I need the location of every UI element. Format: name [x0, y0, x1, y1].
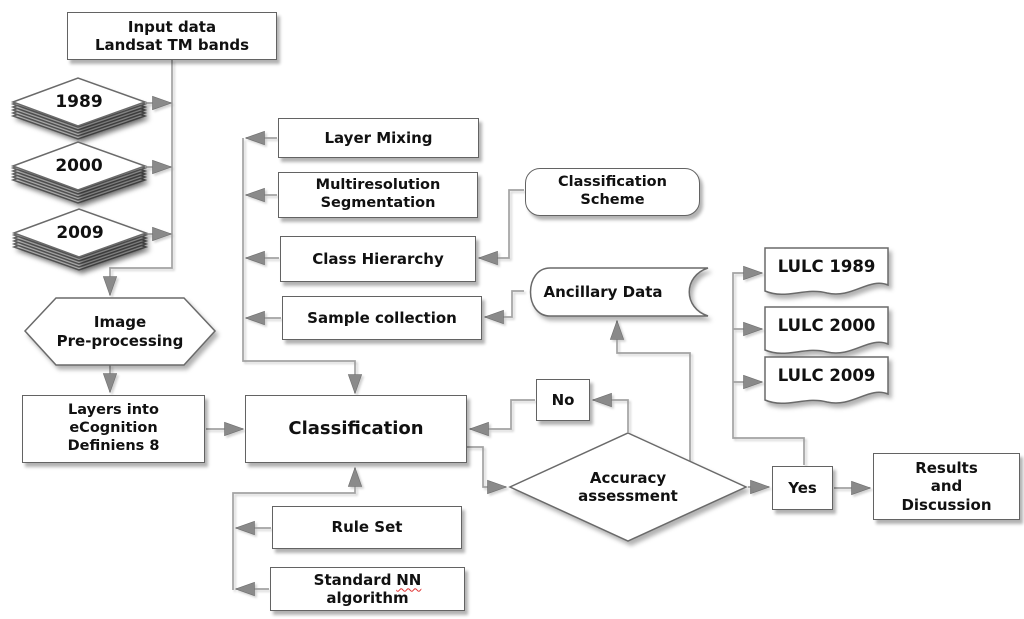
connectors: [110, 60, 870, 590]
ancillary-data-shape: [529, 267, 709, 317]
node-classification: Classification: [245, 395, 467, 463]
node-rule-set: Rule Set: [272, 506, 462, 549]
image-preprocessing-shape: [23, 297, 217, 366]
edge-ancillary-to-sample: [485, 290, 524, 317]
standard-nn-word2-misspelled: NN: [396, 570, 422, 589]
node-sample-collection: Sample collection: [282, 296, 482, 340]
layer-stack-1989-shape: [10, 77, 148, 140]
accuracy-assessment-shape: [508, 432, 748, 542]
edge-yes-to-lulc1989: [732, 273, 805, 465]
node-class-hierarchy: Class Hierarchy: [280, 236, 476, 282]
node-results-discussion: Results and Discussion: [873, 453, 1020, 520]
layer-stack-2000-shape: [10, 141, 148, 204]
node-no: No: [536, 379, 590, 421]
node-input-data: Input data Landsat TM bands: [67, 12, 277, 60]
edge-diamond-to-ancillary: [617, 321, 691, 461]
standard-nn-line2: algorithm: [326, 589, 409, 607]
node-classification-scheme: Classification Scheme: [525, 168, 700, 216]
node-multiresolution-segmentation: Multiresolution Segmentation: [278, 172, 478, 218]
lulc-2000-shape: [764, 306, 889, 354]
lulc-1989-shape: [764, 247, 889, 295]
node-layer-mixing: Layer Mixing: [278, 118, 479, 158]
edge-no-to-classification: [470, 399, 535, 429]
edge-bottombus-to-classification: [232, 468, 355, 590]
edge-classification-to-diamond: [467, 446, 506, 487]
standard-nn-word1: Standard: [313, 570, 392, 589]
node-yes: Yes: [772, 466, 833, 510]
lulc-2009-shape: [764, 356, 889, 404]
edge-leftbus-to-classification: [242, 138, 355, 393]
edge-diamond-to-no: [593, 400, 629, 432]
edge-input-to-preprocessing: [110, 60, 173, 295]
node-layers-into-ecognition: Layers into eCognition Definiens 8: [22, 395, 205, 463]
layer-stack-2009-shape: [11, 208, 149, 271]
edge-scheme-to-hierarchy: [479, 189, 524, 258]
